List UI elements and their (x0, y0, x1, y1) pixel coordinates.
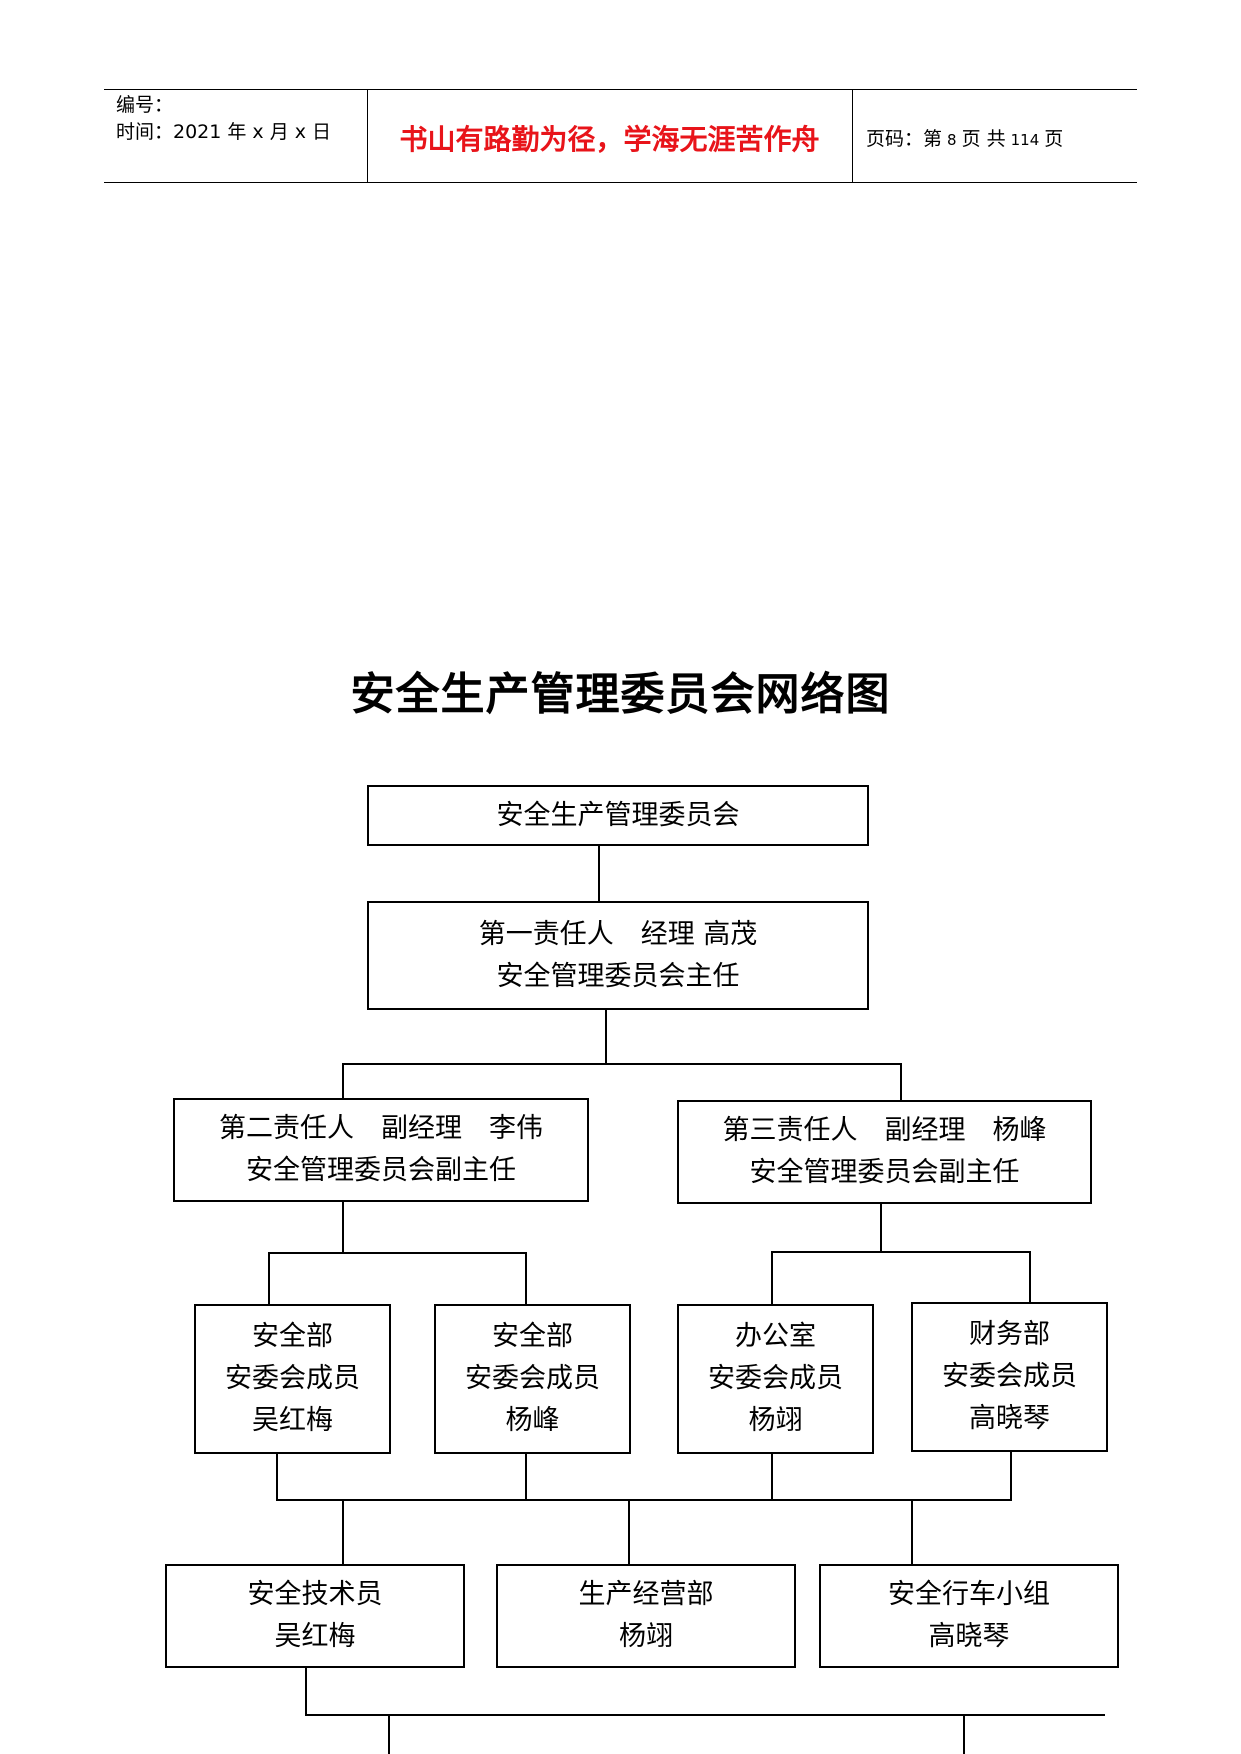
org-node-deputy-right: 第三责任人 副经理 杨峰 安全管理委员会副主任 (677, 1100, 1092, 1204)
page-suffix: 页 (1044, 128, 1064, 150)
connector (276, 1499, 1012, 1501)
connector (268, 1252, 527, 1254)
unit-line: 安全技术员 (247, 1579, 383, 1610)
unit-line: 高晓琴 (928, 1621, 1010, 1652)
member-name: 吴红梅 (252, 1405, 333, 1436)
org-node-director: 第一责任人 经理 高茂 安全管理委员会主任 (367, 901, 869, 1010)
member-role: 安委会成员 (942, 1361, 1077, 1392)
member-dept: 安全部 (252, 1321, 333, 1352)
member-dept: 安全部 (492, 1321, 573, 1352)
org-node-member: 办公室 安委会成员 杨翊 (677, 1304, 874, 1454)
member-dept: 办公室 (735, 1321, 816, 1352)
unit-line: 杨翊 (619, 1621, 673, 1652)
connector (525, 1453, 527, 1500)
connector (963, 1714, 965, 1754)
document-time: 时间：2021 年 x 月 x 日 (116, 121, 332, 143)
connector (305, 1714, 1105, 1716)
connector (388, 1714, 390, 1754)
member-name: 杨峰 (505, 1405, 560, 1436)
node-line: 安全生产管理委员会 (496, 799, 740, 831)
member-role: 安委会成员 (465, 1363, 600, 1394)
member-role: 安委会成员 (708, 1363, 843, 1394)
header-bottom-rule (104, 182, 1137, 183)
unit-line: 安全行车小组 (888, 1579, 1050, 1610)
org-node-deputy-left: 第二责任人 副经理 李伟 安全管理委员会副主任 (173, 1098, 589, 1202)
page-prefix: 页码：第 (866, 128, 943, 150)
node-line: 第一责任人 经理 高茂 (478, 918, 758, 950)
connector (342, 1201, 344, 1253)
connector (1029, 1251, 1031, 1303)
node-line: 第三责任人 副经理 杨峰 (722, 1115, 1047, 1146)
org-node-member: 安全部 安委会成员 吴红梅 (194, 1304, 391, 1454)
node-line: 安全管理委员会主任 (496, 960, 740, 992)
connector (1010, 1451, 1012, 1500)
node-line: 安全管理委员会副主任 (749, 1157, 1020, 1188)
connector (911, 1499, 913, 1565)
org-node-unit: 生产经营部 杨翊 (496, 1564, 796, 1668)
document-title: 安全生产管理委员会网络图 (350, 669, 891, 720)
connector (771, 1453, 773, 1500)
header-motto: 书山有路勤为径，学海无涯苦作舟 (399, 123, 820, 156)
member-dept: 财务部 (969, 1319, 1050, 1350)
connector (342, 1499, 344, 1565)
member-role: 安委会成员 (225, 1363, 360, 1394)
connector (605, 1009, 607, 1064)
org-node-unit: 安全技术员 吴红梅 (165, 1564, 465, 1668)
header-top-rule (104, 89, 1137, 90)
unit-line: 吴红梅 (274, 1621, 356, 1652)
header-info: 编号： 时间：2021 年 x 月 x 日 (116, 92, 331, 146)
connector (525, 1252, 527, 1305)
header-divider-left (367, 89, 368, 183)
node-line: 安全管理委员会副主任 (246, 1155, 516, 1186)
connector (628, 1499, 630, 1565)
connector (771, 1251, 773, 1305)
connector (771, 1251, 1031, 1253)
page-current: 8 (947, 131, 957, 149)
connector (880, 1203, 882, 1252)
connector (305, 1667, 307, 1715)
org-node-member: 安全部 安委会成员 杨峰 (434, 1304, 631, 1454)
connector (268, 1252, 270, 1305)
header-divider-right (852, 89, 853, 183)
node-line: 第二责任人 副经理 李伟 (219, 1113, 543, 1144)
unit-line: 生产经营部 (578, 1579, 714, 1610)
connector (276, 1453, 278, 1500)
member-name: 高晓琴 (969, 1403, 1050, 1434)
org-node-committee: 安全生产管理委员会 (367, 785, 869, 846)
member-name: 杨翊 (748, 1405, 803, 1436)
document-number-label: 编号： (116, 94, 174, 116)
connector (342, 1063, 344, 1099)
page-total: 114 (1010, 131, 1040, 149)
connector (900, 1063, 902, 1101)
org-node-unit: 安全行车小组 高晓琴 (819, 1564, 1119, 1668)
connector (342, 1063, 902, 1065)
connector (598, 845, 600, 901)
page-mid: 页 共 (961, 128, 1006, 150)
org-node-member: 财务部 安委会成员 高晓琴 (911, 1302, 1108, 1452)
